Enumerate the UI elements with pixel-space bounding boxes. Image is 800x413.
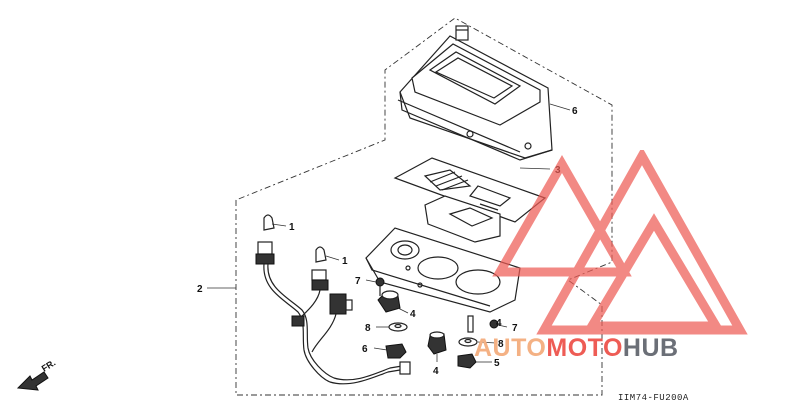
callout-7-right: 7 [512,323,518,334]
callout-4-upper: 4 [410,309,416,320]
direction-label: FR. [40,358,58,374]
assembly-boundary [235,17,613,396]
bulb-lower [315,246,327,263]
front-direction-arrow: FR. [16,358,58,391]
grommet-right [427,331,447,355]
callout-1-lower: 1 [342,256,348,267]
callout-5-right: 5 [494,358,500,369]
meter-unit [424,195,501,243]
wordmark-part-1: AUTO [474,334,547,362]
screw-right [467,315,499,333]
washer-left [388,322,408,332]
callout-4-lower: 4 [433,366,439,377]
washer-right [458,337,478,347]
callout-8-left: 8 [365,323,371,334]
wordmark-part-2: MOTO [546,334,623,362]
watermark-wordmark: AUTOMOTOHUB [474,334,679,363]
grommet-upper [377,290,401,313]
callout-2: 2 [197,284,203,295]
callout-6-left: 6 [362,344,368,355]
nut-left [385,343,407,359]
wire-harness [255,241,411,385]
callout-7-left: 7 [355,276,361,287]
drawing-code: IIM74-FU200A [618,393,689,403]
watermark-logo-icon [492,150,748,335]
meter-case [397,25,553,161]
nut-right [457,353,477,369]
callout-1-upper: 1 [289,222,295,233]
callout-6: 6 [572,106,578,117]
bulb-upper [263,214,275,231]
wordmark-part-3: HUB [622,334,679,362]
callout-8-right: 8 [498,339,504,350]
callout-4-right: 4 [496,318,502,329]
